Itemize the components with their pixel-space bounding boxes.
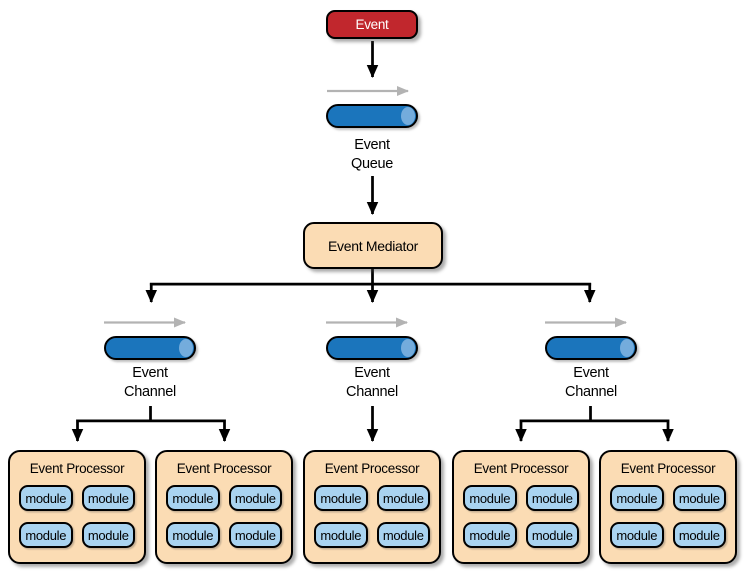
channel-label-line1: Event (132, 365, 168, 381)
event-processor-card-4: Event Processor module module module mod… (452, 450, 590, 564)
module-chip: module (610, 485, 664, 511)
processor-title: Event Processor (620, 461, 716, 476)
module-grid: module module module module (305, 476, 439, 548)
event-queue-label: Event Queue (312, 136, 432, 174)
event-processor-card-1: Event Processor module module module mod… (8, 450, 146, 564)
cylinder-cap (179, 339, 193, 357)
processor-title: Event Processor (29, 461, 125, 476)
channel-label-line2: Channel (346, 384, 398, 400)
event-channel-2-cylinder (326, 336, 418, 360)
event-queue-label-line1: Event (354, 137, 390, 153)
module-chip: module (463, 522, 517, 548)
module-chip: module (314, 522, 368, 548)
event-channel-3-cylinder (545, 336, 637, 360)
module-chip: module (672, 485, 726, 511)
event-queue-label-line2: Queue (350, 156, 394, 172)
module-grid: module module module module (454, 476, 588, 548)
event-queue-cylinder (326, 104, 418, 128)
module-chip: module (525, 522, 579, 548)
event-channel-1-label: Event Channel (90, 364, 210, 402)
event-channel-3-label: Event Channel (531, 364, 651, 402)
cylinder-cap (620, 339, 634, 357)
module-chip: module (525, 485, 579, 511)
module-chip: module (463, 485, 517, 511)
channel-label-line1: Event (573, 365, 609, 381)
event-channel-2-label: Event Channel (312, 364, 432, 402)
channel-label-line1: Event (354, 365, 390, 381)
module-grid: module module module module (10, 476, 144, 548)
module-chip: module (81, 485, 135, 511)
channel-label-line2: Channel (565, 384, 617, 400)
cylinder-cap (401, 339, 415, 357)
module-chip: module (376, 485, 430, 511)
module-chip: module (19, 485, 73, 511)
event-processor-card-3: Event Processor module module module mod… (303, 450, 441, 564)
event-processor-card-2: Event Processor module module module mod… (155, 450, 293, 564)
module-chip: module (228, 485, 282, 511)
module-chip: module (19, 522, 73, 548)
module-chip: module (166, 485, 220, 511)
module-grid: module module module module (157, 476, 291, 548)
processor-title: Event Processor (473, 461, 569, 476)
module-chip: module (610, 522, 664, 548)
module-chip: module (314, 485, 368, 511)
event-node: Event (326, 10, 418, 39)
module-chip: module (166, 522, 220, 548)
event-processor-card-5: Event Processor module module module mod… (599, 450, 737, 564)
event-channel-1-cylinder (104, 336, 196, 360)
mediator-node: Event Mediator (303, 222, 443, 269)
processor-title: Event Processor (176, 461, 272, 476)
module-chip: module (376, 522, 430, 548)
module-chip: module (81, 522, 135, 548)
processor-title: Event Processor (324, 461, 420, 476)
cylinder-cap (401, 107, 415, 125)
module-grid: module module module module (601, 476, 735, 548)
module-chip: module (228, 522, 282, 548)
channel-label-line2: Channel (124, 384, 176, 400)
module-chip: module (672, 522, 726, 548)
